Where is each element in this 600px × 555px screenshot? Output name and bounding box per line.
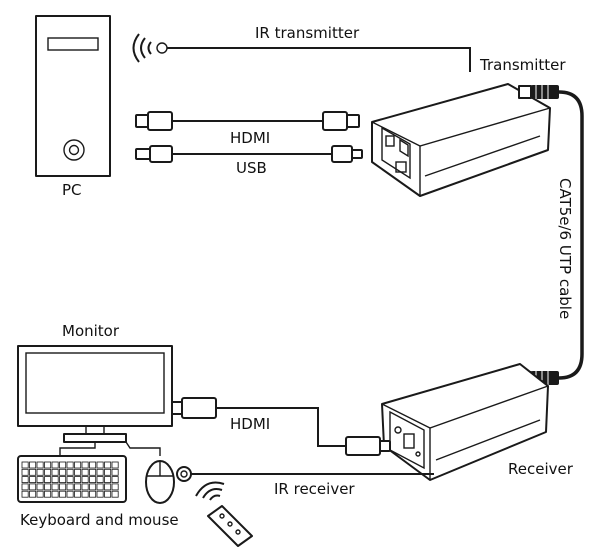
- usb-cable: [135, 145, 363, 163]
- keyboard-key: [29, 461, 37, 469]
- keyboard-key: [59, 461, 67, 469]
- keyboard-key: [81, 468, 89, 476]
- keyboard-key: [89, 476, 97, 484]
- keyboard-key: [74, 476, 82, 484]
- keyboard-key: [96, 461, 104, 469]
- keyboard-key: [36, 490, 44, 498]
- keyboard-key: [29, 490, 37, 498]
- keyboard-key: [89, 468, 97, 476]
- keyboard-key: [74, 490, 82, 498]
- keyboard-key: [59, 468, 67, 476]
- keyboard-key: [74, 461, 82, 469]
- keyboard-key: [21, 468, 29, 476]
- utp-cable: [557, 90, 584, 380]
- keyboard-key: [104, 483, 112, 491]
- keyboard-icon: [17, 455, 127, 503]
- keyboard-key: [111, 476, 119, 484]
- keyboard-key: [104, 461, 112, 469]
- keyboard-key: [21, 490, 29, 498]
- hdmi-bottom-label: HDMI: [230, 415, 270, 433]
- ir-receiver-icon: [176, 466, 192, 482]
- pc-label: PC: [62, 181, 82, 199]
- ir-signal-icon: [195, 481, 225, 501]
- keyboard-key: [21, 461, 29, 469]
- ir-receiver-label: IR receiver: [274, 480, 355, 498]
- keyboard-key: [44, 476, 52, 484]
- hdmi-top-label: HDMI: [230, 129, 270, 147]
- hdmi-cable-top: [135, 111, 360, 131]
- keyboard-key: [89, 490, 97, 498]
- keyboard-key: [96, 476, 104, 484]
- keyboard-key: [66, 461, 74, 469]
- keyboard-key: [81, 490, 89, 498]
- mouse-icon: [145, 460, 175, 504]
- keyboard-key: [29, 476, 37, 484]
- keyboard-key: [81, 476, 89, 484]
- keyboard-key: [29, 483, 37, 491]
- keyboard-key: [29, 468, 37, 476]
- utp-cable-label: CAT5e/6 UTP cable: [556, 178, 574, 319]
- keyboard-key: [104, 476, 112, 484]
- keyboard-key: [59, 476, 67, 484]
- pc-tower-icon: [35, 15, 111, 177]
- keyboard-key: [44, 461, 52, 469]
- keyboard-key: [66, 468, 74, 476]
- keyboard-key: [104, 490, 112, 498]
- keyboard-key: [51, 490, 59, 498]
- keyboard-key: [81, 483, 89, 491]
- keyboard-key: [104, 468, 112, 476]
- keyboard-key: [96, 490, 104, 498]
- rj45-connector-top: [518, 85, 559, 99]
- monitor-icon: [17, 345, 173, 443]
- keyboard-key: [96, 483, 104, 491]
- keyboard-key: [89, 483, 97, 491]
- keyboard-key: [51, 468, 59, 476]
- keyboard-key: [21, 483, 29, 491]
- ir-transmitter-icon: [132, 33, 168, 63]
- hdmi-cable-bottom: [171, 397, 391, 456]
- monitor-keyboard-wire: [59, 442, 96, 456]
- keyboard-key: [59, 490, 67, 498]
- remote-control-icon: [207, 505, 253, 547]
- keyboard-key: [66, 490, 74, 498]
- keyboard-key: [44, 483, 52, 491]
- keyboard-key: [74, 483, 82, 491]
- keyboard-key: [36, 461, 44, 469]
- keyboard-key: [66, 476, 74, 484]
- ir-transmitter-label: IR transmitter: [255, 24, 360, 42]
- keyboard-key: [36, 468, 44, 476]
- transmitter-label: Transmitter: [479, 56, 566, 74]
- keyboard-key: [51, 461, 59, 469]
- keyboard-key: [74, 468, 82, 476]
- monitor-mouse-wire: [125, 441, 161, 456]
- usb-label: USB: [236, 159, 267, 177]
- keyboard-key: [111, 483, 119, 491]
- keyboard-key: [44, 490, 52, 498]
- keyboard-key: [111, 461, 119, 469]
- keyboard-key: [36, 483, 44, 491]
- keyboard-key: [81, 461, 89, 469]
- keyboard-key: [59, 483, 67, 491]
- keyboard-mouse-label: Keyboard and mouse: [20, 511, 179, 529]
- keyboard-key: [21, 476, 29, 484]
- receiver-label: Receiver: [508, 460, 574, 478]
- keyboard-key: [51, 483, 59, 491]
- keyboard-key: [111, 468, 119, 476]
- keyboard-key: [96, 468, 104, 476]
- keyboard-key: [51, 476, 59, 484]
- keyboard-key: [89, 461, 97, 469]
- keyboard-key: [44, 468, 52, 476]
- keyboard-key: [36, 476, 44, 484]
- monitor-label: Monitor: [62, 322, 120, 340]
- keyboard-key: [66, 483, 74, 491]
- transmitter-box: [371, 83, 551, 197]
- keyboard-key: [111, 490, 119, 498]
- ir-transmitter-cable: [167, 47, 471, 72]
